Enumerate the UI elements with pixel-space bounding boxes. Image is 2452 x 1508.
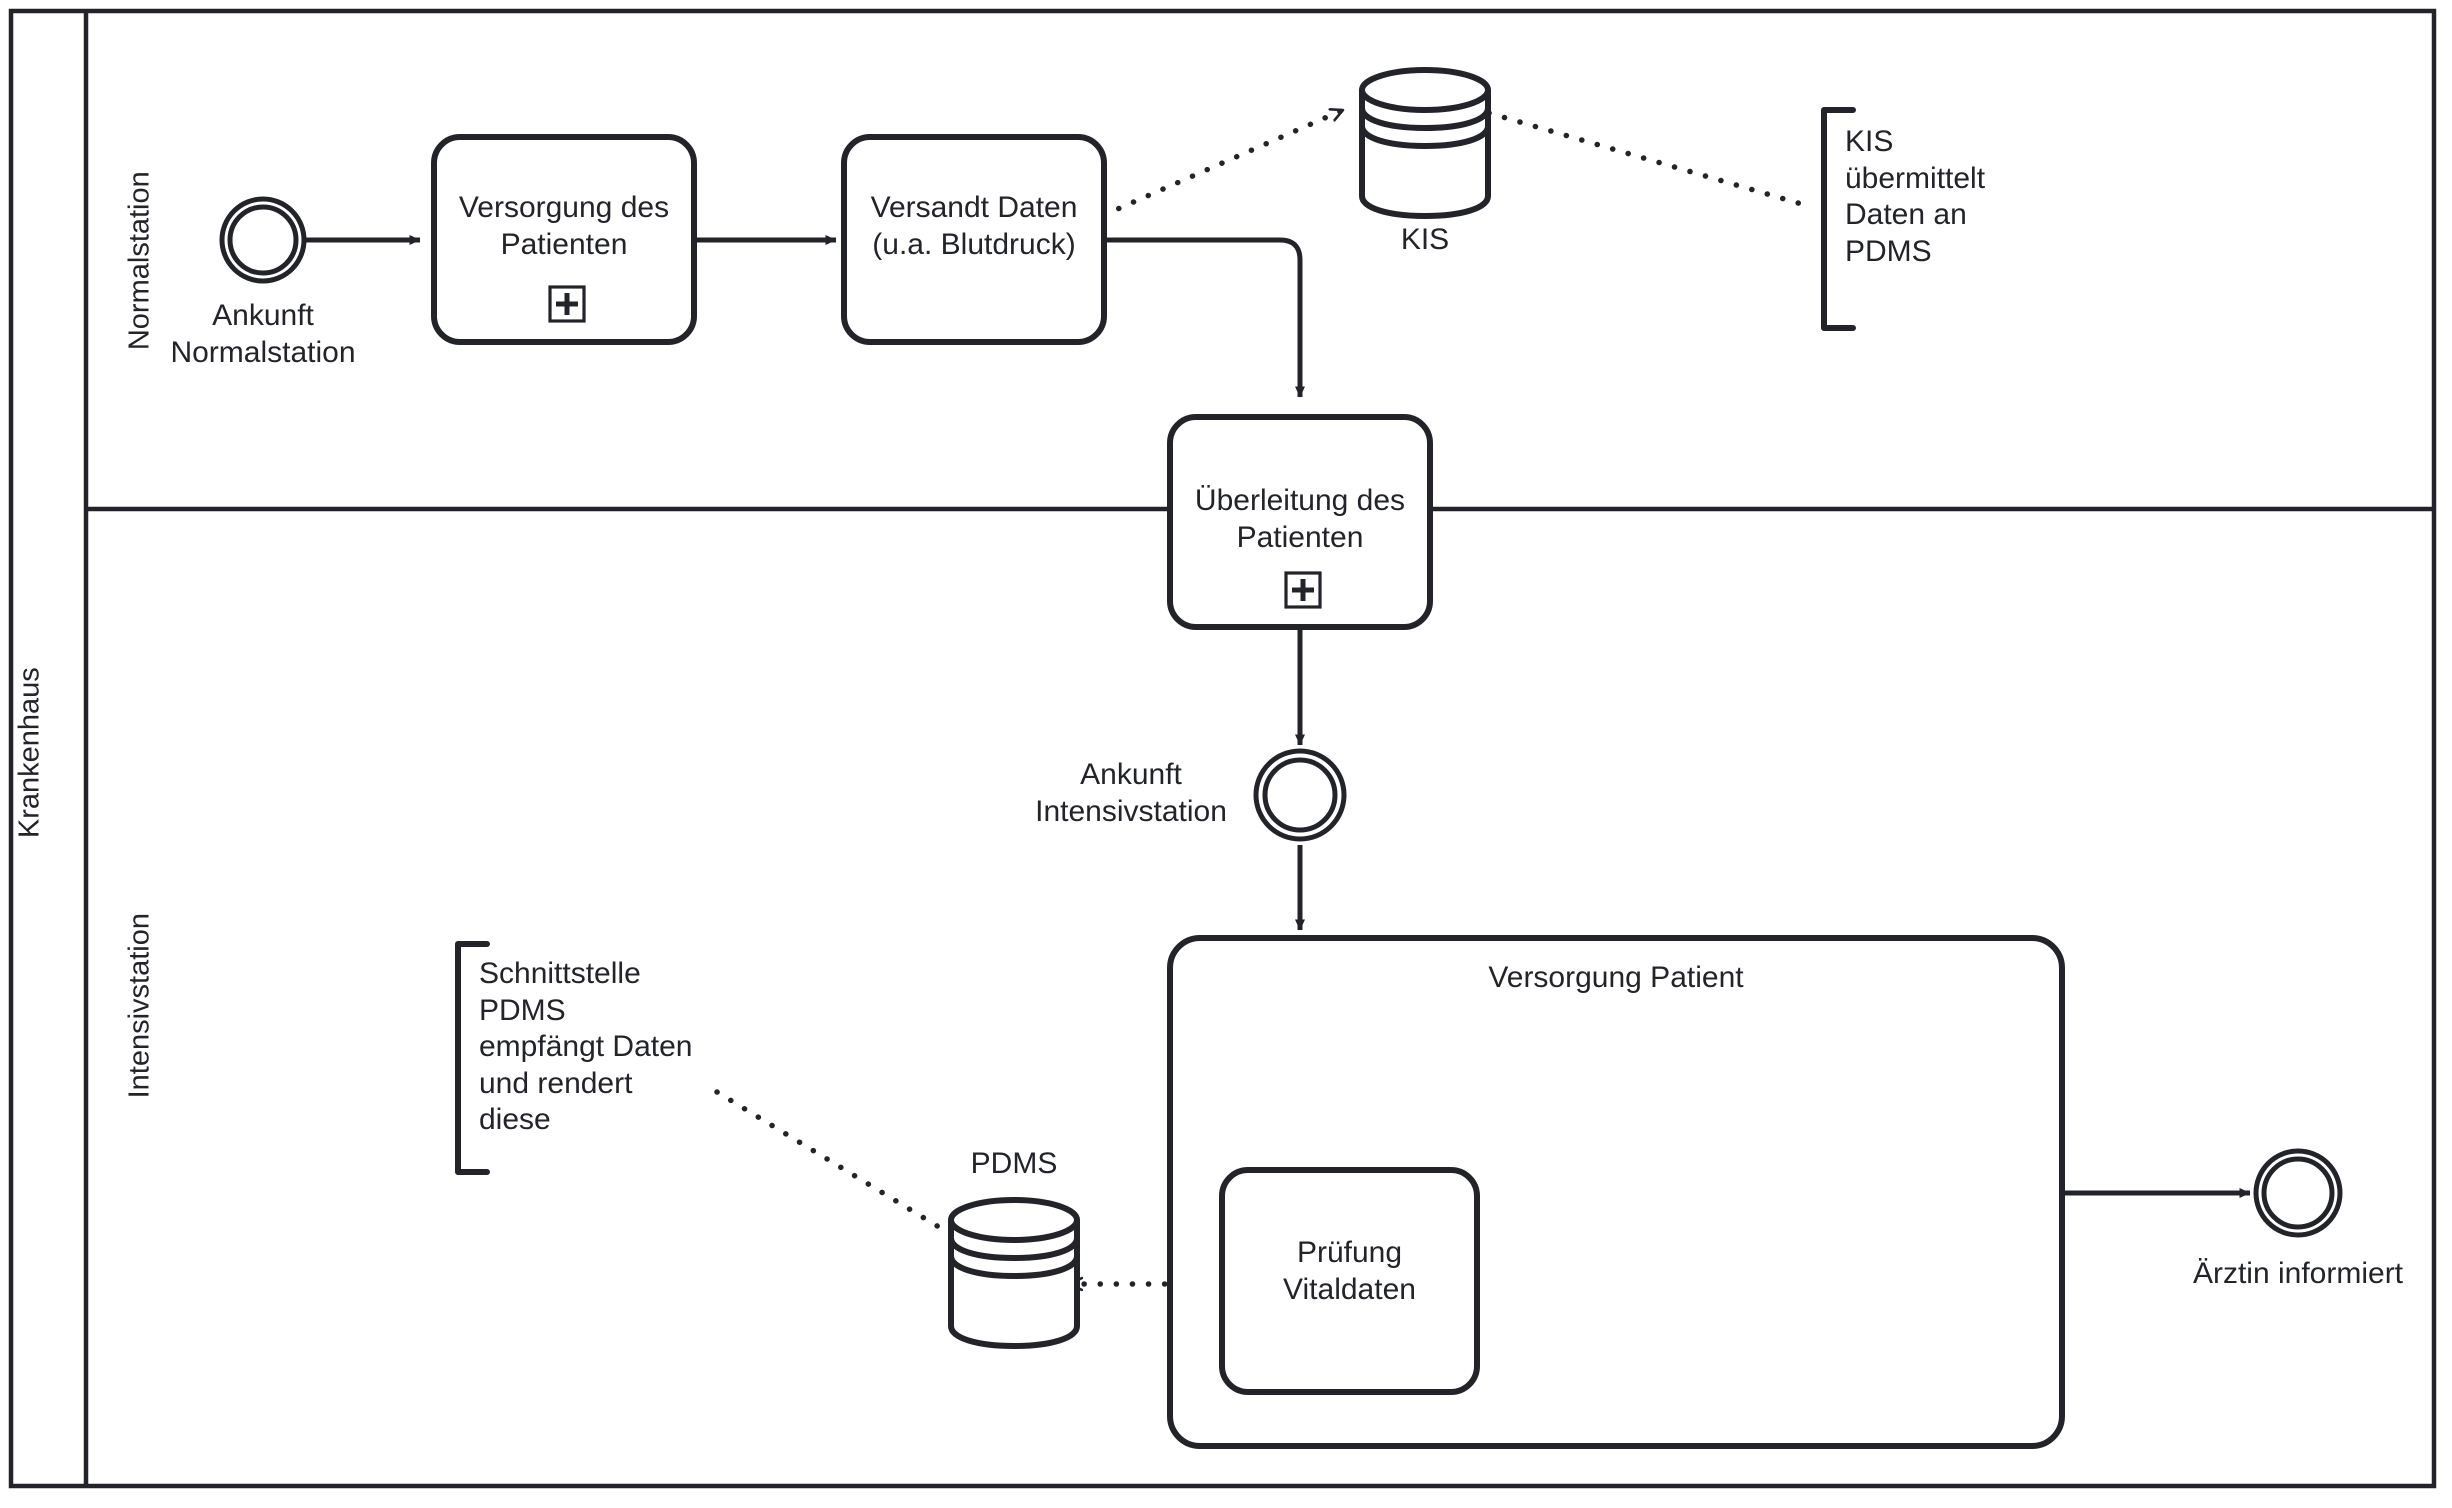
datastore-label-pdms: PDMS — [970, 1147, 1058, 1180]
annotation-bracket-pdms — [455, 941, 490, 1175]
intermediate-event-label: Ankunft Intensivstation — [1035, 758, 1227, 828]
end-event-aerztin-informiert[interactable] — [2253, 1148, 2343, 1238]
data-associations — [714, 107, 1808, 1284]
task-label-versandt-daten: Versandt Daten (u.a. Blutdruck) — [870, 191, 1078, 261]
sequence-flows — [304, 235, 2251, 1198]
annotation-text-pdms: Schnittstelle PDMS empfängt Daten und re… — [479, 957, 693, 1137]
subprocess-label-versorgung-patient: Versorgung Patient — [1488, 961, 1744, 994]
task-versandt-daten[interactable] — [841, 134, 1107, 345]
annotation-text-kis: KIS übermittelt Daten an PDMS — [1845, 125, 1986, 268]
task-label-versorgung-des-patienten: Versorgung des Patienten — [458, 191, 670, 261]
association-note-to-pdms — [714, 1089, 955, 1238]
datastore-label-kis: KIS — [1400, 223, 1450, 256]
start-event-label: Ankunft Normalstation — [170, 299, 356, 369]
lane-label-intensivstation: Intensivstation — [123, 913, 156, 1099]
annotation-bracket-kis — [1821, 107, 1856, 331]
task-label-ueberleitung-des-patienten: Überleitung des Patienten — [1194, 484, 1406, 554]
task-pruefung-vitaldaten[interactable] — [1219, 1167, 1480, 1395]
task-ueberleitung-des-patienten[interactable] — [1167, 414, 1433, 630]
pool-label-krankenhaus: Krankenhaus — [13, 667, 46, 839]
flow-versandt-to-ueberleitung — [1103, 237, 1305, 398]
association-kis-to-note — [1486, 110, 1808, 208]
datastore-kis[interactable] — [1359, 67, 1491, 219]
pool-krankenhaus — [8, 8, 2437, 1489]
association-versandt-to-kis — [1101, 107, 1346, 218]
start-event-ankunft-normalstation[interactable] — [219, 196, 307, 284]
datastore-pdms[interactable] — [948, 1197, 1080, 1349]
intermediate-event-ankunft-intensivstation[interactable] — [1253, 748, 1347, 842]
end-event-label: Ärztin informiert — [2192, 1257, 2404, 1290]
task-label-pruefung-vitaldaten: Prüfung Vitaldaten — [1283, 1236, 1416, 1306]
task-versorgung-des-patienten[interactable] — [431, 134, 697, 345]
